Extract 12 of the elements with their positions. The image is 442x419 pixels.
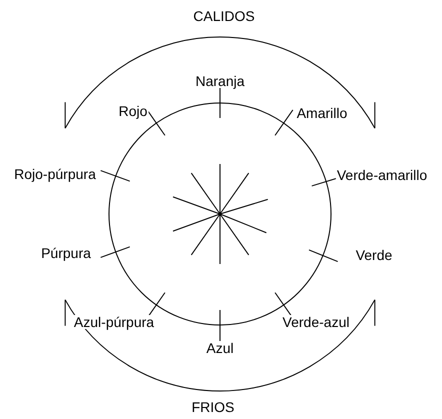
color-label: Rojo-púrpura (13, 167, 97, 181)
color-label: Verde-azul (282, 315, 350, 329)
group-label: FRIOS (190, 400, 236, 414)
color-label: Púrpura (40, 246, 92, 260)
color-label: Amarillo (296, 106, 348, 120)
group-label: CALIDOS (192, 9, 256, 23)
color-label: Rojo (118, 104, 148, 118)
color-label: Verde-amarillo (336, 168, 428, 182)
color-label: Naranja (194, 74, 246, 88)
color-label: Azul-púrpura (72, 315, 156, 329)
color-label: Verde (354, 248, 394, 262)
color-label: Azul (205, 341, 235, 355)
